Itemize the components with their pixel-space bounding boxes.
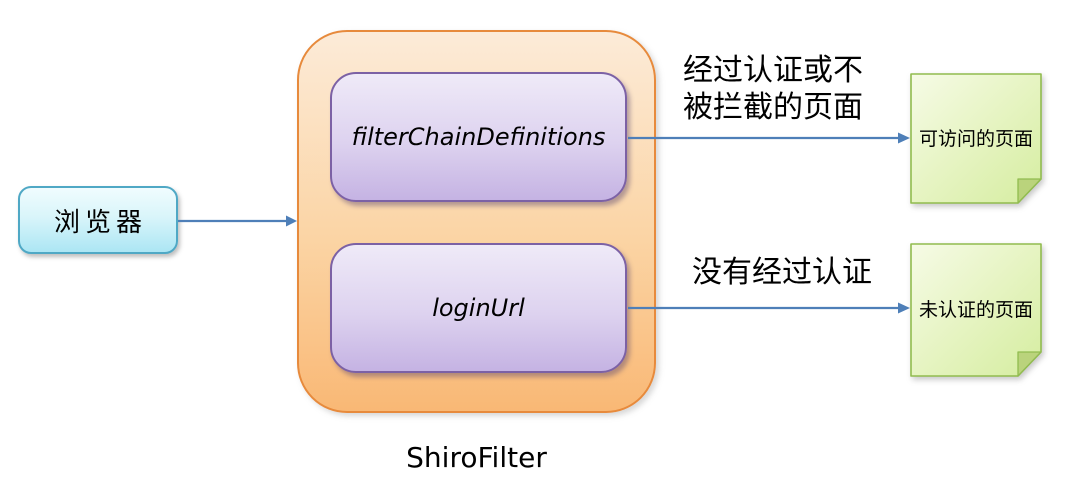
flow-authenticated-label: 经过认证或不 被拦截的页面 [683,53,863,125]
filter-chain-definitions-box: filterChainDefinitions [330,72,627,202]
browser-box: 浏览器 [18,186,178,254]
flow-unauthenticated-label: 没有经过认证 [692,255,872,290]
note-accessible-pages-label: 可访问的页面 [919,128,1033,150]
note-unauthenticated-pages: 未认证的页面 [910,243,1042,377]
arrow-loginurl-to-unauthenticated-note-icon [628,302,910,314]
shirofilter-caption: ShiroFilter [406,441,547,474]
arrow-filterchain-to-accessible-note-icon [628,132,910,144]
note-unauthenticated-pages-label: 未认证的页面 [919,299,1033,321]
login-url-label: loginUrl [432,294,525,322]
browser-label: 浏览器 [53,207,147,238]
arrow-browser-to-shirofilter-icon [178,215,297,227]
filter-chain-definitions-label: filterChainDefinitions [351,123,606,151]
login-url-box: loginUrl [330,243,627,373]
note-accessible-pages: 可访问的页面 [910,73,1042,204]
